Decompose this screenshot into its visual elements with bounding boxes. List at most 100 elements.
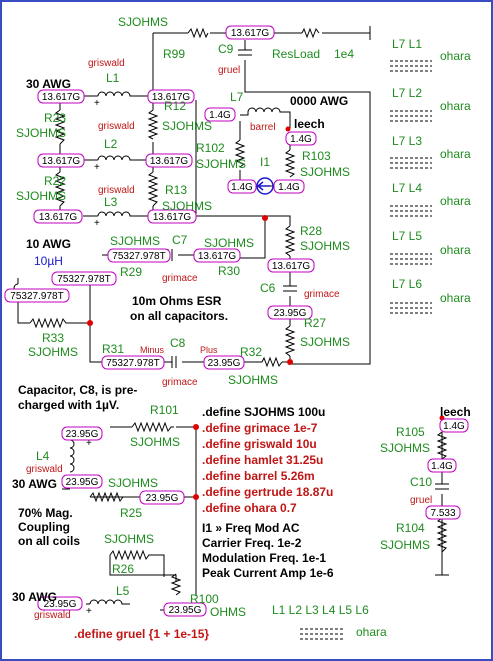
value-2395-r25: 23.95G [139, 490, 185, 505]
label-l3: L3 [104, 195, 118, 209]
label-l4: L4 [36, 449, 50, 463]
value-75327-c7: 75327.978T [107, 248, 171, 263]
label-l7: L7 [230, 90, 244, 104]
resistor-r26 [109, 549, 165, 577]
label-ohms-cut: OHMS [210, 605, 246, 619]
inductor-l2 [97, 155, 135, 161]
label-sjohms-r32: SJOHMS [228, 373, 278, 387]
svg-text:1.4G: 1.4G [443, 421, 465, 432]
esr-note-line2: on all capacitors. [130, 309, 228, 323]
label-griswald-l1: griswald [88, 58, 125, 69]
svg-text:13.617G: 13.617G [39, 212, 78, 223]
coupling-note-line2: Coupling [18, 520, 70, 534]
label-k-l7l1: L7 L1 [392, 37, 422, 51]
label-ohara-2: ohara [440, 99, 471, 113]
label-awg10: 10 AWG [26, 237, 71, 251]
label-leech-r105: leech [440, 405, 471, 419]
label-k-l7l5: L7 L5 [392, 229, 422, 243]
inductor-l1 [97, 91, 135, 97]
value-7533-c10: 7.533 [425, 505, 461, 520]
label-ohara-6: ohara [440, 291, 471, 305]
value-2395-c6: 23.95G [267, 305, 313, 320]
svg-text:23.95G: 23.95G [169, 605, 202, 616]
value-2395-l4a: 23.95G [61, 426, 103, 441]
label-minus: Minus [140, 345, 165, 355]
svg-text:1.4G: 1.4G [290, 134, 312, 145]
inductors [13, 91, 282, 605]
label-r104: R104 [396, 521, 425, 535]
define-grimace: .define grimace 1e-7 [202, 421, 318, 435]
svg-text:13.617G: 13.617G [231, 28, 270, 39]
label-sjohms-r105: SJOHMS [380, 441, 430, 455]
coupling-labels: L7 L1 ohara L7 L2 ohara L7 L3 ohara L7 L… [272, 37, 471, 639]
label-grimace-c7: grimace [162, 273, 198, 284]
resistor-r27 [284, 325, 296, 357]
label-r105: R105 [396, 425, 425, 439]
label-leech-l7: leech [294, 117, 325, 131]
esr-note-line1: 10m Ohms ESR [132, 294, 222, 308]
svg-text:1.4G: 1.4G [231, 182, 253, 193]
capacitor-c6 [283, 285, 297, 292]
label-c7: C7 [172, 233, 188, 247]
define-gertrude: .define gertrude 18.87u [202, 485, 333, 499]
svg-text:13.617G: 13.617G [42, 92, 81, 103]
value-13617-l2a: 13.617G [37, 153, 85, 168]
label-gruel-c9: gruel [218, 65, 240, 76]
label-r102: R102 [196, 141, 225, 155]
svg-text:23.95G: 23.95G [66, 477, 99, 488]
svg-text:75327.978T: 75327.978T [106, 358, 159, 369]
label-awg30-bottom: 30 AWG [12, 590, 57, 604]
label-r31: R31 [102, 342, 124, 356]
resistor-r101 [131, 421, 174, 433]
label-l1: L1 [106, 71, 120, 85]
svg-text:+: + [86, 438, 92, 449]
resistor-r100 [170, 573, 182, 596]
value-13617-r30: 13.617G [193, 248, 241, 263]
svg-text:+: + [86, 606, 92, 617]
coupling-note-line1: 70% Mag. [18, 506, 73, 520]
inductor-l7 [247, 107, 282, 113]
resistor-r102 [234, 139, 246, 168]
value-14-r105b: 1.4G [427, 458, 457, 473]
label-r23: R23 [44, 111, 66, 125]
label-sjohms-r23: SJOHMS [16, 126, 66, 140]
source-note-line4: Peak Current Amp 1e-6 [202, 566, 334, 580]
source-note-line1: I1 » Freq Mod AC [202, 521, 300, 535]
value-2395-l4b: 23.95G [61, 474, 103, 489]
value-13617-l3b: 13.617G [147, 209, 197, 224]
svg-text:75327.978T: 75327.978T [10, 291, 63, 302]
resistor-r32 [261, 356, 283, 368]
label-r32: R32 [240, 345, 262, 359]
label-r22: R22 [44, 174, 66, 188]
node-dots [87, 126, 445, 500]
svg-text:23.95G: 23.95G [66, 429, 99, 440]
resistor-r104 [436, 517, 448, 553]
capacitor-c10 [435, 483, 449, 490]
label-awg0000: 0000 AWG [290, 94, 348, 108]
define-ohara: .define ohara 0.7 [202, 501, 297, 515]
resistor-r103 [284, 149, 296, 178]
define-barrel: .define barrel 5.26m [202, 469, 315, 483]
label-r103: R103 [302, 149, 331, 163]
value-13617-l2b: 13.617G [145, 153, 193, 168]
label-grimace-c6: grimace [304, 289, 340, 300]
resistor-r105 [436, 431, 448, 460]
label-k-l7l2: L7 L2 [392, 86, 422, 100]
svg-text:7.533: 7.533 [430, 508, 455, 519]
label-plus: Plus [200, 345, 218, 355]
svg-text:1.4G: 1.4G [431, 461, 453, 472]
label-r33: R33 [42, 331, 64, 345]
label-c8: C8 [170, 336, 186, 350]
label-griswald-l2: griswald [98, 121, 135, 132]
svg-text:13.617G: 13.617G [42, 156, 81, 167]
svg-text:23.95G: 23.95G [146, 493, 179, 504]
svg-text:13.617G: 13.617G [150, 156, 189, 167]
coupling-l7l2-icon [390, 110, 432, 122]
label-awg30-mid: 30 AWG [12, 477, 57, 491]
label-r29: R29 [120, 265, 142, 279]
label-ohara-1: ohara [440, 49, 471, 63]
source-note-line2: Carrier Freq. 1e-2 [202, 536, 302, 550]
value-13617-l1b: 13.617G [147, 89, 195, 104]
coupling-l7l5-icon [390, 253, 432, 265]
